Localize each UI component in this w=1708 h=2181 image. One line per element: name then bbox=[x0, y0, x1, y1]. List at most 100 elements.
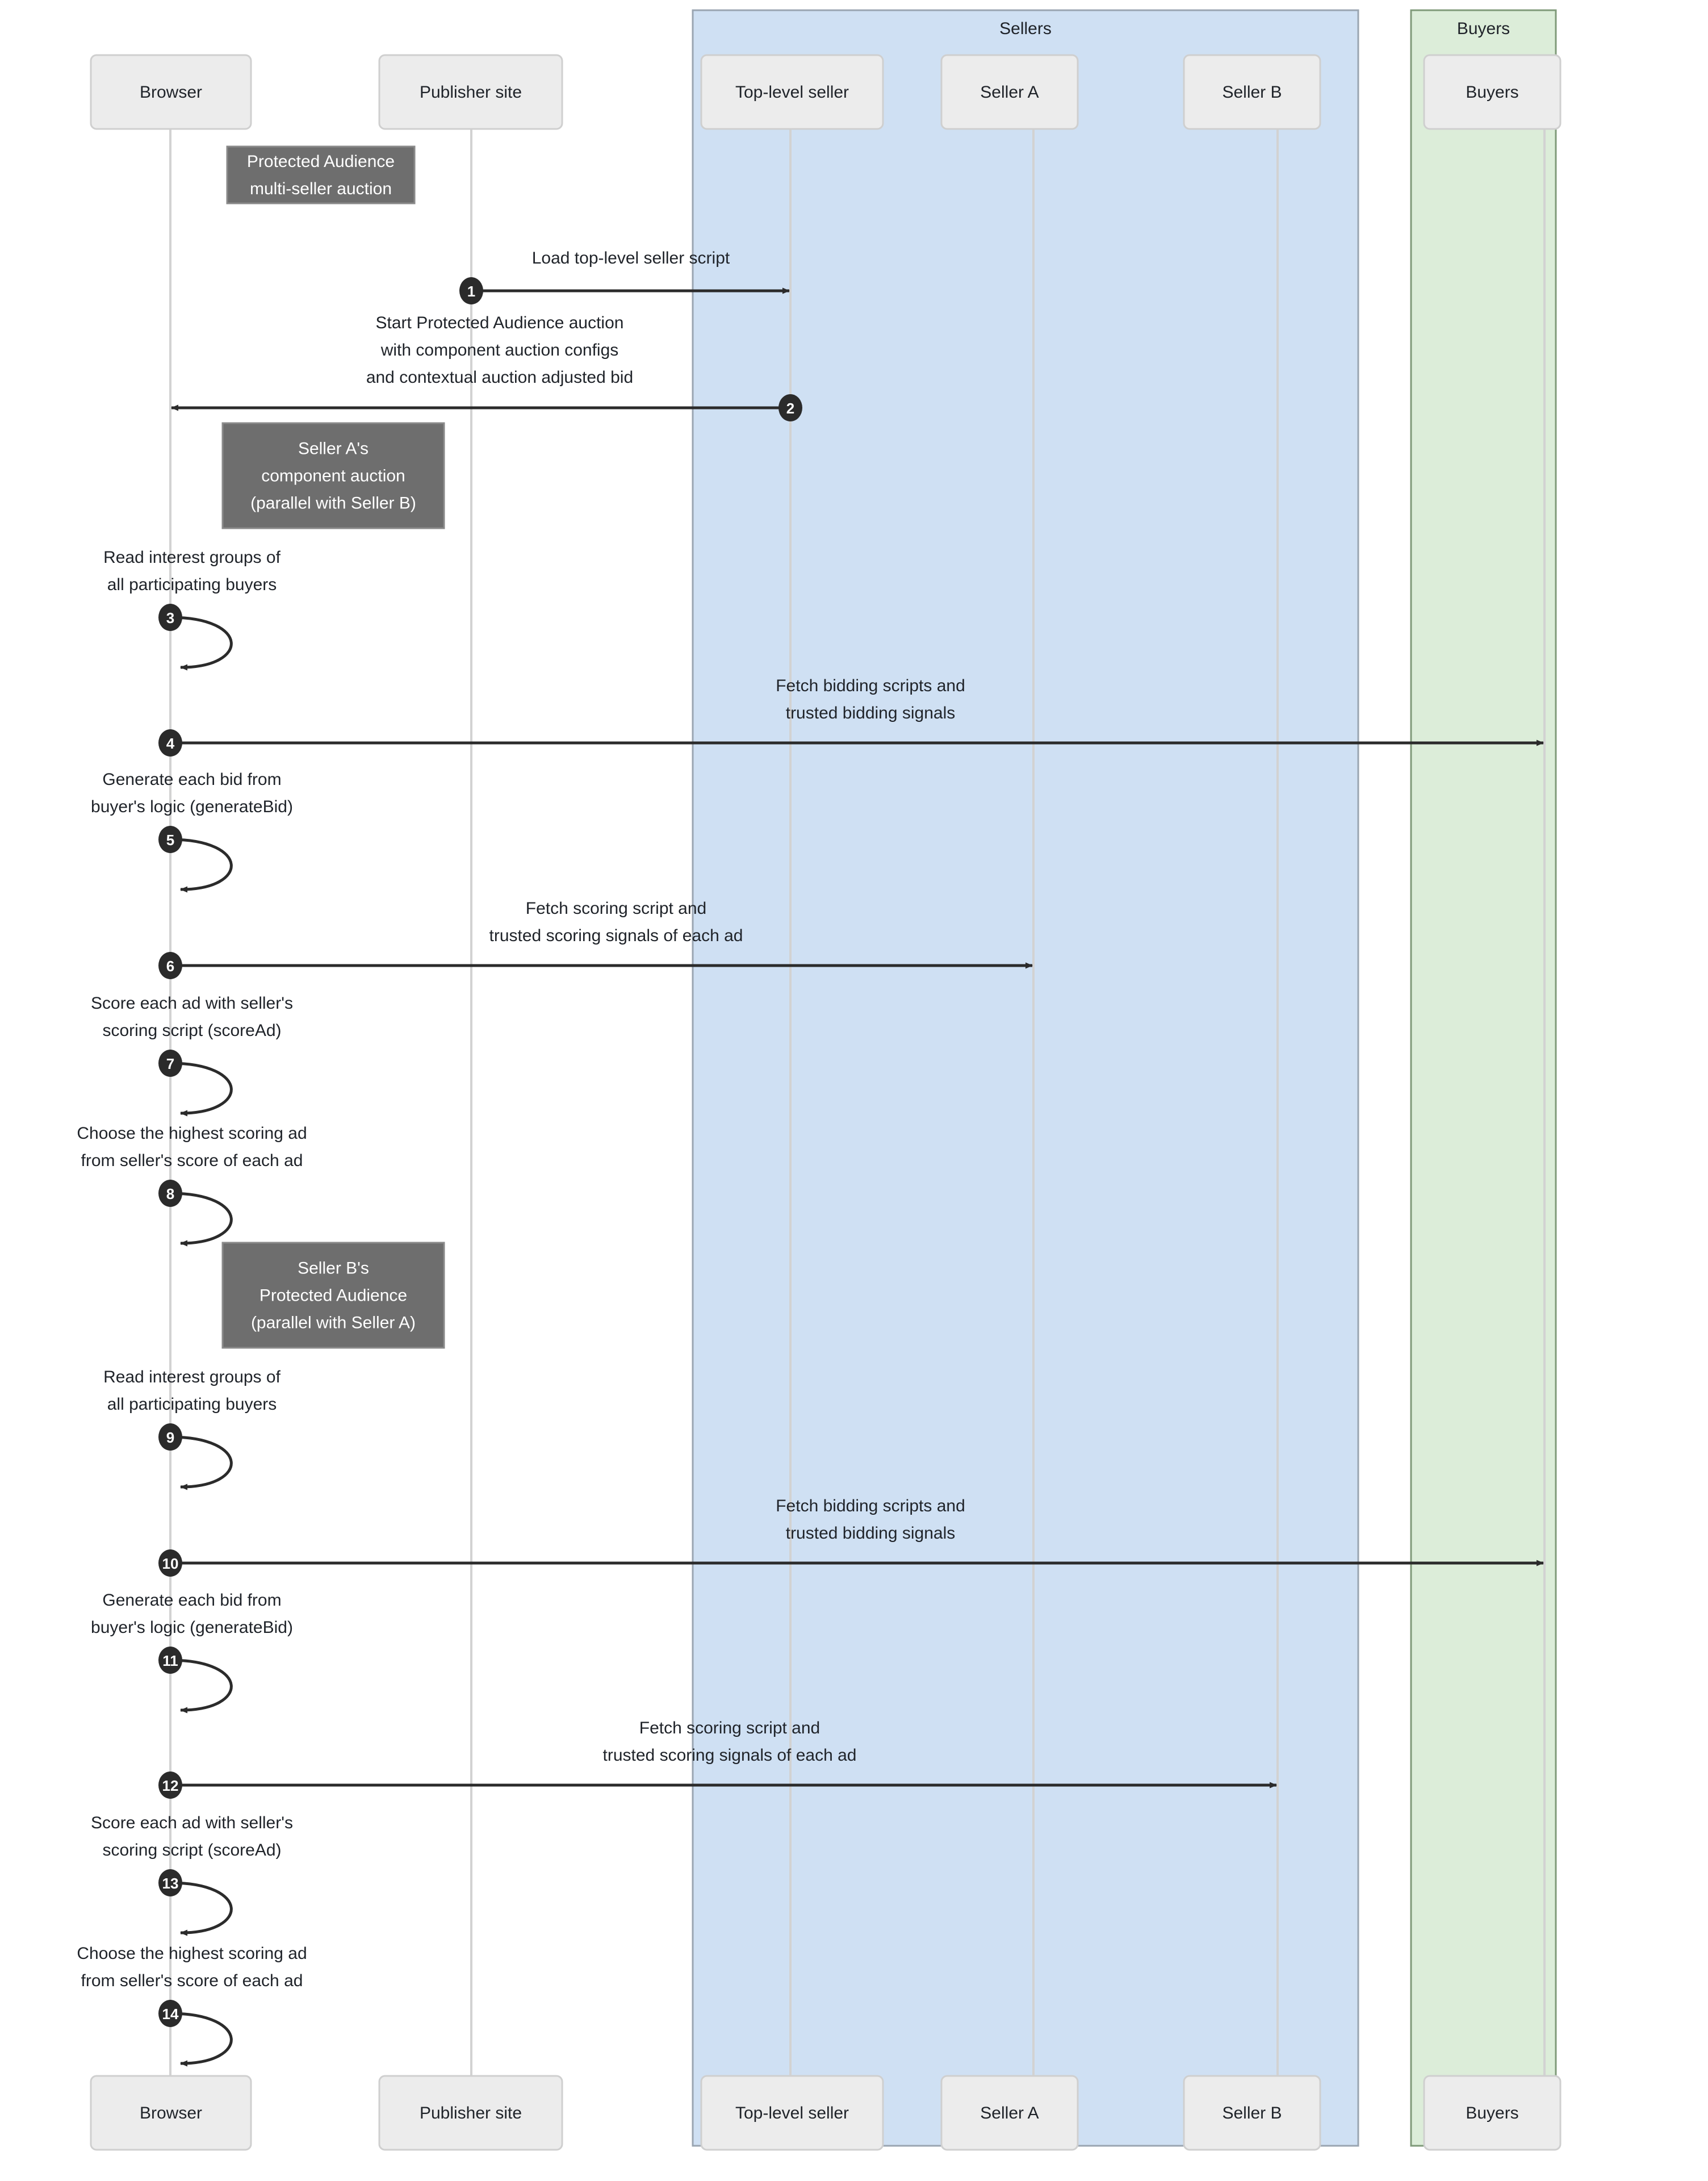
actor-rect[interactable] bbox=[90, 2075, 252, 2151]
actor-label-publisher: Publisher site bbox=[420, 2104, 522, 2122]
notes-layer: Protected Audience multi-seller auctionSe… bbox=[221, 145, 445, 1349]
actor-box-buyers-top[interactable]: Buyers bbox=[1423, 54, 1562, 130]
message-label-line: Generate each bid from bbox=[102, 1591, 281, 1610]
actor-rect[interactable] bbox=[1423, 54, 1562, 130]
sequence-bullet bbox=[158, 1050, 182, 1077]
sequence-bullet bbox=[459, 277, 483, 304]
message-label-line: Read interest groups of bbox=[103, 548, 281, 567]
message-label-line: Choose the highest scoring ad bbox=[77, 1124, 307, 1143]
message-label-line: buyer's logic (generateBid) bbox=[91, 1618, 293, 1637]
actor-rect[interactable] bbox=[1423, 2075, 1562, 2151]
self-call-loop bbox=[170, 616, 233, 671]
note-rect bbox=[226, 145, 416, 204]
actor-label-browser: Browser bbox=[140, 83, 202, 102]
note-label-line: Protected Audience bbox=[247, 152, 395, 171]
actor-box-buyers-bottom[interactable]: Buyers bbox=[1423, 2075, 1562, 2151]
actor-rect[interactable] bbox=[940, 54, 1079, 130]
note-label-line: Seller A's bbox=[298, 440, 369, 458]
message-label-line: Fetch scoring script and bbox=[526, 899, 706, 918]
self-call-loop bbox=[170, 1192, 233, 1247]
group-buyers: Buyers bbox=[1410, 9, 1557, 2147]
actor-rect[interactable] bbox=[1183, 2075, 1321, 2151]
actor-box-browser-bottom[interactable]: Browser bbox=[90, 2075, 252, 2151]
group-sellers: Sellers bbox=[692, 9, 1359, 2147]
lifelines-layer bbox=[169, 129, 1546, 2076]
note-multiseller: Protected Audience multi-seller auction bbox=[226, 145, 416, 204]
message-label-line: Fetch scoring script and bbox=[639, 1719, 820, 1737]
actor-box-publisher-bottom[interactable]: Publisher site bbox=[378, 2075, 563, 2151]
sequence-bullet bbox=[158, 604, 182, 631]
actor-rect[interactable] bbox=[90, 54, 252, 130]
sequence-bullet bbox=[158, 1423, 182, 1451]
actor-rect[interactable] bbox=[700, 54, 884, 130]
message-label-line: Choose the highest scoring ad bbox=[77, 1944, 307, 1963]
actor-rect[interactable] bbox=[940, 2075, 1079, 2151]
message-label-line: trusted scoring signals of each ad bbox=[603, 1746, 857, 1765]
group-rect-buyers bbox=[1410, 9, 1557, 2147]
note-label-line: Protected Audience bbox=[259, 1286, 407, 1305]
self-call-loop bbox=[170, 1062, 233, 1117]
actor-box-browser-top[interactable]: Browser bbox=[90, 54, 252, 130]
message-label-line: Start Protected Audience auction bbox=[376, 314, 624, 332]
note-label-line: (parallel with Seller A) bbox=[251, 1314, 416, 1332]
note-label-line: (parallel with Seller B) bbox=[250, 494, 416, 513]
sequence-bullet bbox=[158, 2000, 182, 2027]
actor-label-publisher: Publisher site bbox=[420, 83, 522, 102]
message-label-line: all participating buyers bbox=[107, 575, 277, 594]
self-call-loop bbox=[170, 1881, 233, 1936]
actor-rect[interactable] bbox=[700, 2075, 884, 2151]
actor-rect[interactable] bbox=[378, 2075, 563, 2151]
message-label-line: and contextual auction adjusted bid bbox=[366, 368, 633, 387]
actor-box-sellera-bottom[interactable]: Seller A bbox=[940, 2075, 1079, 2151]
actor-box-sellerb-top[interactable]: Seller B bbox=[1183, 54, 1321, 130]
actor-rect[interactable] bbox=[378, 54, 563, 130]
message-label-line: trusted bidding signals bbox=[786, 704, 956, 722]
message-label-line: Score each ad with seller's bbox=[91, 1814, 293, 1832]
actor-box-sellera-top[interactable]: Seller A bbox=[940, 54, 1079, 130]
sequence-number: 4 bbox=[166, 735, 175, 752]
sequence-number: 13 bbox=[162, 1875, 179, 1892]
sequence-bullet bbox=[158, 826, 182, 853]
actor-box-publisher-top[interactable]: Publisher site bbox=[378, 54, 563, 130]
message-label-line: from seller's score of each ad bbox=[81, 1151, 303, 1170]
note-label-line: multi-seller auction bbox=[250, 179, 392, 198]
sequence-bullet bbox=[158, 952, 182, 979]
sequence-bullet bbox=[158, 1549, 182, 1577]
actor-box-topseller-top[interactable]: Top-level seller bbox=[700, 54, 884, 130]
actor-label-sellerb: Seller B bbox=[1222, 2104, 1282, 2122]
actor-box-sellerb-bottom[interactable]: Seller B bbox=[1183, 2075, 1321, 2151]
actor-label-buyers: Buyers bbox=[1466, 2104, 1518, 2122]
sequence-bullet bbox=[158, 729, 182, 757]
message-label-line: all participating buyers bbox=[107, 1395, 277, 1414]
message-8[interactable]: 8 Choose the highest scoring ad from selle… bbox=[77, 1124, 307, 1247]
group-label-buyers: Buyers bbox=[1457, 19, 1510, 38]
sequence-number: 8 bbox=[166, 1185, 174, 1202]
sequence-number: 10 bbox=[162, 1555, 179, 1572]
sequence-number: 9 bbox=[166, 1429, 174, 1446]
message-label-line: Load top-level seller script bbox=[532, 249, 730, 268]
message-label-line: Fetch bidding scripts and bbox=[776, 1497, 965, 1515]
actor-rect[interactable] bbox=[1183, 54, 1321, 130]
self-call-loop bbox=[170, 1658, 233, 1714]
self-call-loop bbox=[170, 2012, 233, 2067]
actor-label-sellera: Seller A bbox=[980, 83, 1039, 102]
actor-box-topseller-bottom[interactable]: Top-level seller bbox=[700, 2075, 884, 2151]
sequence-bullet bbox=[158, 1771, 182, 1799]
sequence-number: 2 bbox=[786, 400, 794, 417]
actor-label-buyers: Buyers bbox=[1466, 83, 1518, 102]
